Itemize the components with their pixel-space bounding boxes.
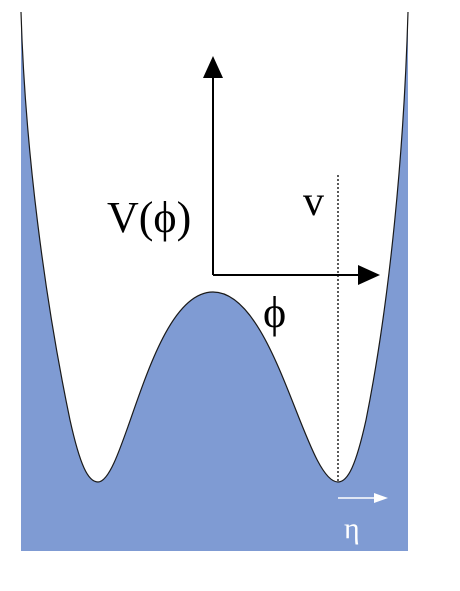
potential-fill-region	[21, 12, 408, 551]
field-label: ϕ	[263, 288, 286, 337]
eta-arrowhead	[374, 493, 388, 503]
y-axis-arrowhead	[203, 56, 223, 78]
vev-label: v	[303, 179, 324, 225]
potential-curve	[20, 11, 409, 483]
eta-label: η	[344, 512, 360, 545]
potential-label: V(ϕ)	[107, 193, 191, 242]
x-axis-arrowhead	[358, 265, 380, 285]
